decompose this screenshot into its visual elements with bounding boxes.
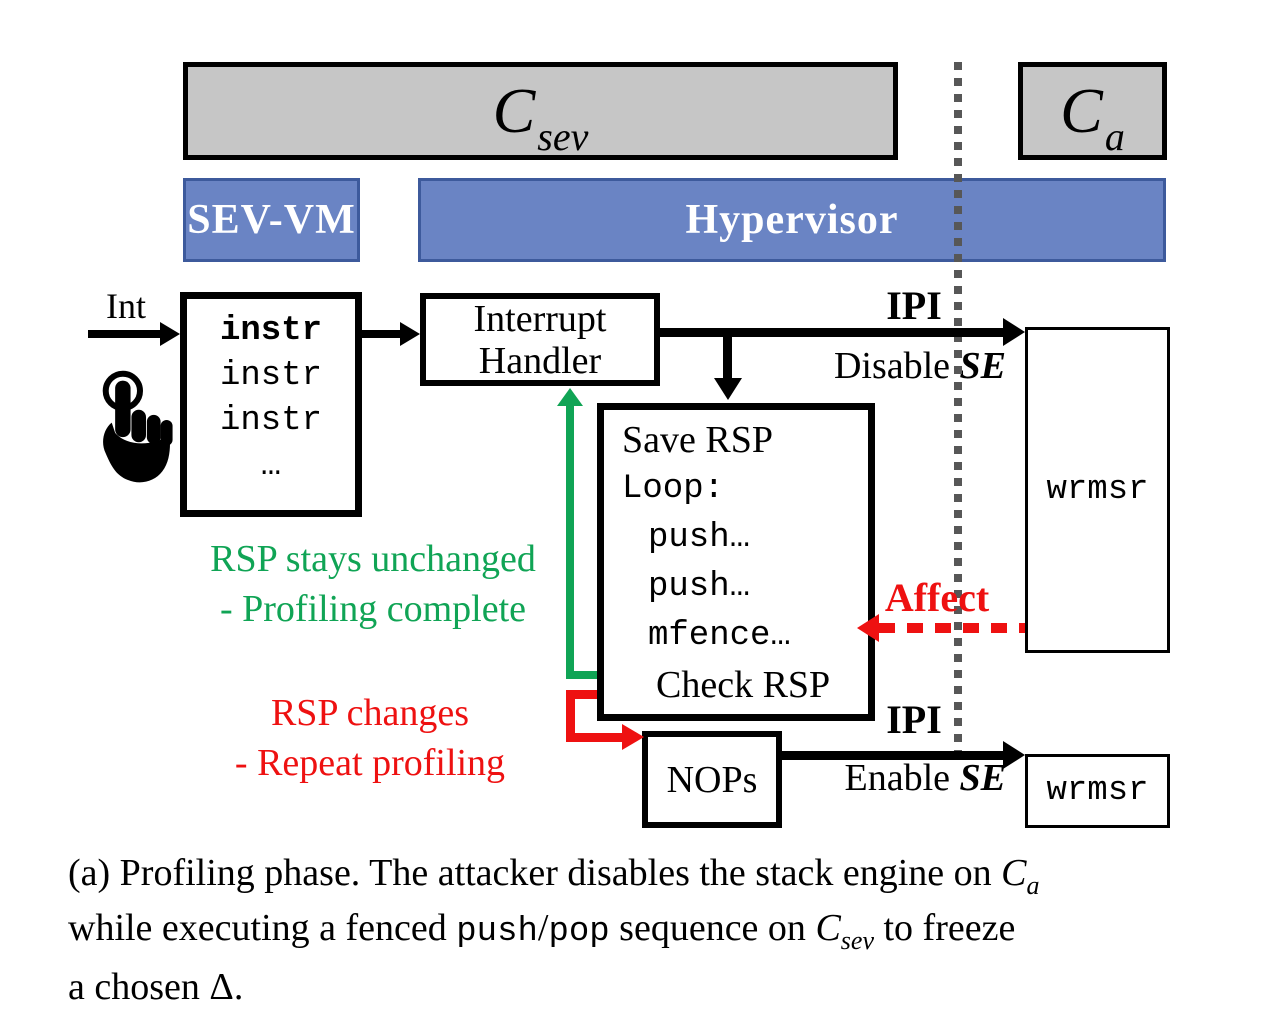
red-repeat-arrow-hline	[566, 733, 622, 742]
int-label: Int	[106, 286, 146, 326]
interrupt-handler-box: Interrupt Handler	[420, 293, 660, 386]
affect-label: Affect	[884, 575, 990, 620]
ipi-top-arrow-shaft	[660, 328, 1003, 337]
wrmsr-top-box: wrmsr	[1025, 327, 1170, 653]
instr-to-handler-arrow-shaft	[362, 330, 400, 338]
loop-line-mfence: mfence…	[648, 617, 791, 655]
ca-label: Ca	[1060, 75, 1125, 159]
csev-label: Csev	[492, 75, 589, 159]
ipi-top-arrow-head	[1003, 318, 1025, 346]
ipi-top-label: IPI	[886, 283, 942, 328]
se-italic: SE	[959, 757, 1006, 799]
caption-line-2: while executing a fenced push/pop sequen…	[68, 907, 1016, 955]
red-repeat-arrow-stub	[566, 690, 597, 699]
wrmsr-bottom-box: wrmsr	[1025, 754, 1170, 828]
sev-vm-label: SEV-VM	[187, 197, 356, 243]
instr-line: instr	[219, 402, 323, 440]
core-separator-dotted-line	[954, 62, 962, 752]
interrupt-handler-line: Interrupt	[473, 297, 607, 340]
loop-line-check-rsp: Check RSP	[656, 664, 831, 706]
green-return-arrow-line	[566, 404, 574, 679]
sev-vm-box: SEV-VM	[183, 178, 360, 262]
caption-line-1: (a) Profiling phase. The attacker disabl…	[68, 852, 1040, 900]
caption-line-3: a chosen Δ.	[68, 966, 244, 1008]
interrupt-handler-line: Handler	[478, 339, 602, 382]
tap-gesture-icon	[102, 370, 173, 483]
green-return-arrow-head	[557, 388, 583, 406]
hypervisor-box: Hypervisor	[418, 178, 1166, 262]
instr-line: instr	[219, 312, 323, 350]
branch-down-arrow-shaft	[723, 330, 732, 380]
disable-se-label: Disable SE	[833, 345, 1006, 387]
branch-down-arrow-head	[714, 378, 742, 400]
figure-caption: (a) Profiling phase. The attacker disabl…	[68, 846, 1228, 1015]
ipi-bottom-arrow-head	[1003, 741, 1025, 769]
loop-line-push: push…	[648, 519, 751, 557]
ca-core-box: Ca	[1018, 62, 1167, 160]
hypervisor-label: Hypervisor	[685, 197, 899, 243]
red-note: RSP changes - Repeat profiling	[234, 692, 506, 784]
ipi-bottom-arrow-shaft	[782, 751, 1003, 760]
profile-loop-box: Save RSP Loop: push… push… mfence… Check…	[597, 403, 875, 721]
instr-box: instr instr instr …	[180, 292, 362, 517]
int-arrow-shaft	[88, 330, 162, 338]
instr-to-handler-arrow-head	[400, 322, 420, 346]
green-note: RSP stays unchanged - Profiling complete	[210, 538, 536, 630]
instr-line: …	[260, 447, 282, 485]
enable-se-label: Enable SE	[844, 757, 1007, 799]
affect-arrow-head	[857, 614, 879, 642]
red-repeat-arrow-head	[622, 724, 644, 750]
loop-line-push: push…	[648, 568, 751, 606]
affect-arrow-shaft	[879, 623, 1025, 633]
nops-box: NOPs	[642, 731, 782, 828]
loop-line-save-rsp: Save RSP	[622, 419, 773, 461]
loop-line-loop: Loop:	[622, 470, 725, 508]
int-arrow-head	[160, 322, 180, 346]
instr-line: instr	[219, 357, 323, 395]
green-return-arrow-stub	[566, 671, 597, 679]
ipi-bottom-label: IPI	[886, 697, 942, 742]
se-italic: SE	[959, 345, 1006, 387]
csev-core-box: Csev	[183, 62, 898, 160]
red-repeat-arrow-vline	[566, 690, 575, 742]
